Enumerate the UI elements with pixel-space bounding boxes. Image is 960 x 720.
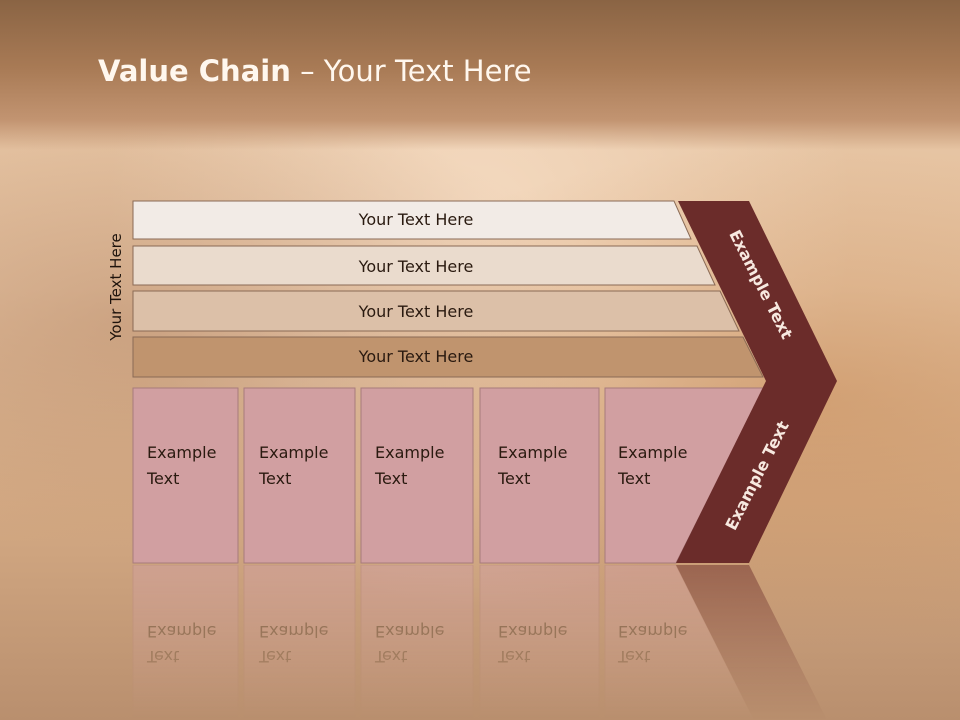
row-3-label: Your Text Here bbox=[358, 302, 474, 321]
chain-row-4 bbox=[132, 336, 764, 378]
chain-row-2 bbox=[132, 245, 716, 286]
box-3-line-1: Example bbox=[375, 443, 444, 462]
activity-box-3 bbox=[360, 387, 474, 564]
chain-row-3 bbox=[132, 290, 740, 332]
reflection-text: Text bbox=[374, 647, 407, 666]
box-4-line-1: Example bbox=[498, 443, 567, 462]
row-1-label: Your Text Here bbox=[358, 210, 474, 229]
reflection-text: Text bbox=[258, 647, 291, 666]
activity-box-2 bbox=[243, 387, 356, 564]
box-3-line-2: Text bbox=[374, 469, 407, 488]
reflection-text: Example bbox=[147, 622, 216, 641]
box-5-line-2: Text bbox=[617, 469, 650, 488]
activity-box-1 bbox=[132, 387, 239, 564]
title-rest: – Your Text Here bbox=[290, 54, 532, 88]
reflection-text: Example bbox=[618, 622, 687, 641]
reflection-text: Text bbox=[497, 647, 530, 666]
reflection-text: Text bbox=[146, 647, 179, 666]
box-5-line-1: Example bbox=[618, 443, 687, 462]
title-bold: Value Chain bbox=[98, 54, 291, 88]
box-1-line-2: Text bbox=[146, 469, 179, 488]
box-2-line-1: Example bbox=[259, 443, 328, 462]
box-1-line-1: Example bbox=[147, 443, 216, 462]
box-4-line-2: Text bbox=[497, 469, 530, 488]
reflection-text: Example bbox=[498, 622, 567, 641]
margin-arrow-lower bbox=[676, 381, 837, 563]
row-2-label: Your Text Here bbox=[358, 257, 474, 276]
activity-box-4 bbox=[479, 387, 600, 564]
reflection: Text Example Text Example Text Example T… bbox=[132, 564, 827, 720]
reflection-text: Text bbox=[617, 647, 650, 666]
reflection-text: Example bbox=[259, 622, 328, 641]
slide-title: Value Chain – Your Text Here bbox=[98, 54, 532, 88]
margin-arrow-upper bbox=[678, 201, 837, 381]
chain-row-1 bbox=[132, 200, 692, 240]
title-bar bbox=[0, 0, 960, 150]
row-4-label: Your Text Here bbox=[358, 347, 474, 366]
reflection-text: Example bbox=[375, 622, 444, 641]
box-2-line-2: Text bbox=[258, 469, 291, 488]
